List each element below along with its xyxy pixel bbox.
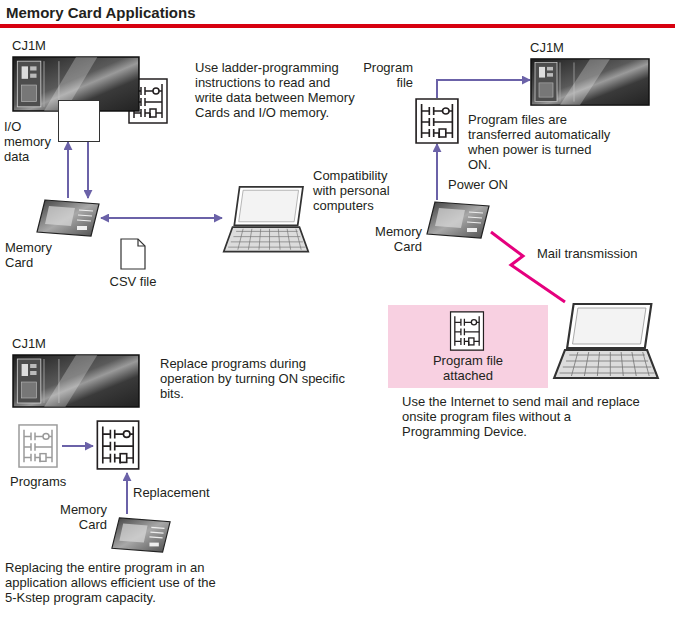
title-rule — [0, 24, 675, 28]
mail-attachment: Program file attached — [388, 305, 548, 388]
program-icon — [97, 421, 138, 469]
csv-file-art — [120, 238, 146, 270]
description: Program files are transferred automatica… — [468, 112, 618, 172]
node-label: Program file attached — [418, 353, 518, 383]
memory-card-art — [112, 518, 170, 552]
plc-unit-art — [531, 59, 649, 105]
csv-file-art — [121, 239, 145, 269]
personal-computer-art — [552, 302, 660, 382]
plc-unit-art — [13, 355, 139, 407]
edge-label: Power ON — [446, 177, 510, 192]
connector-arrow — [437, 80, 530, 98]
description: Replacing the entire program in an appli… — [5, 560, 220, 605]
memory-card: Memory Card — [110, 516, 172, 554]
node-label: CJ1M — [530, 40, 590, 55]
personal-computer: Use the Internet to send mail and replac… — [552, 302, 660, 382]
personal-computer-art — [224, 187, 308, 252]
connector-arrow — [67, 142, 69, 198]
description: Replace programs during operation by tur… — [160, 356, 345, 401]
personal-computer: Compatibility with personal computers — [222, 185, 310, 255]
plc-unit: CJ1M — [530, 58, 650, 106]
replace-arrow — [62, 445, 93, 447]
connector-arrow — [101, 217, 222, 219]
memory-card-art — [37, 200, 99, 236]
arrow-label: Replacement — [133, 485, 223, 500]
old-program-art — [19, 425, 57, 467]
connector-arrow — [87, 142, 89, 198]
program-icon — [450, 312, 483, 350]
csv-file: CSV file — [120, 238, 146, 270]
mail-lightning — [491, 232, 565, 302]
plc-unit-art — [12, 354, 140, 408]
memory-card-art — [427, 202, 489, 238]
personal-computer-art — [222, 185, 310, 255]
io-memory-box: I/O memory data — [58, 100, 100, 142]
program-file-art — [415, 98, 459, 144]
plc-unit: CJ1M — [12, 354, 140, 408]
node-label: CJ1M — [12, 336, 72, 351]
node-label: Use the Internet to send mail and replac… — [402, 394, 652, 439]
node-label: Program file — [359, 60, 413, 90]
program-file: Program file — [415, 98, 459, 144]
old-program-art — [18, 424, 58, 468]
node-label: Programs — [10, 474, 70, 489]
description: Use ladder-programming instructions to r… — [195, 60, 357, 120]
connector-arrow — [436, 144, 438, 200]
edge-label: Mail transmission — [535, 246, 639, 261]
node-label: I/O memory data — [4, 119, 56, 164]
node-label: Memory Card — [367, 224, 422, 254]
personal-computer-art — [554, 304, 658, 378]
node-label: Compatibility with personal computers — [313, 168, 401, 213]
old-program: Programs — [18, 424, 58, 468]
program-file-art — [416, 99, 458, 143]
node-label: Memory Card — [5, 240, 60, 270]
program-icon — [448, 311, 486, 351]
memory-card-art — [110, 516, 172, 554]
memory-card-art — [35, 198, 101, 238]
node-label: CJ1M — [12, 38, 72, 53]
diagram-title: Memory Card Applications — [6, 4, 195, 22]
memory-card: Memory Card — [425, 200, 491, 240]
plc-unit-art — [530, 58, 650, 106]
replacement-arrow — [126, 473, 128, 514]
node-label: CSV file — [104, 274, 162, 289]
memory-card: Memory Card — [35, 198, 101, 238]
node-label: Memory Card — [52, 502, 107, 532]
memory-card-art — [425, 200, 491, 240]
